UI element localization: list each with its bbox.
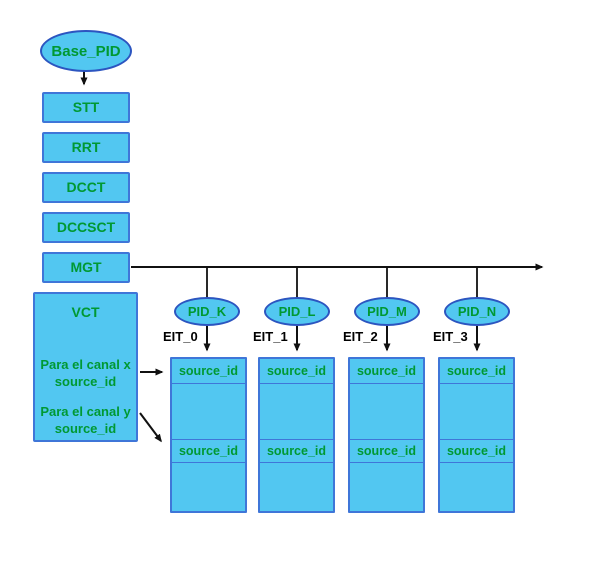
eit-label-2: EIT_2 <box>343 329 378 344</box>
eit-table-2: source_id source_id <box>348 357 425 513</box>
node-dcct: DCCT <box>42 172 130 203</box>
node-dccsct: DCCSCT <box>42 212 130 243</box>
eit0-row-empty-1 <box>172 384 245 440</box>
eit0-row-empty-2 <box>172 463 245 511</box>
eit3-row-empty-2 <box>440 463 513 511</box>
eit3-row-sourceid-2: source_id <box>440 440 513 463</box>
base-pid-node: Base_PID <box>40 30 132 72</box>
node-vct: VCT Para el canal x source_id Para el ca… <box>33 292 138 442</box>
eit1-row-sourceid-1: source_id <box>260 359 333 384</box>
pid-node-n: PID_N <box>444 297 510 326</box>
vct-entry-y-field: source_id <box>54 421 117 436</box>
vct-entry-x-field: source_id <box>54 374 117 389</box>
eit3-row-empty-1 <box>440 384 513 440</box>
vct-entry-y-caption: Para el canal y <box>40 404 131 419</box>
eit0-row-sourceid-2: source_id <box>172 440 245 463</box>
base-pid-label: Base_PID <box>51 42 121 60</box>
eit2-row-sourceid-2: source_id <box>350 440 423 463</box>
vct-entry-channel-x: Para el canal x source_id <box>35 356 136 390</box>
eit1-row-empty-2 <box>260 463 333 511</box>
eit2-row-empty-2 <box>350 463 423 511</box>
eit-table-1: source_id source_id <box>258 357 335 513</box>
pid-node-l: PID_L <box>264 297 330 326</box>
eit3-row-sourceid-1: source_id <box>440 359 513 384</box>
node-mgt: MGT <box>42 252 130 283</box>
node-rrt: RRT <box>42 132 130 163</box>
eit2-row-sourceid-1: source_id <box>350 359 423 384</box>
eit-label-0: EIT_0 <box>163 329 198 344</box>
arrow-vct-to-sourceid-y <box>139 412 162 443</box>
eit-table-0: source_id source_id <box>170 357 247 513</box>
vct-entry-x-caption: Para el canal x <box>40 357 131 372</box>
pid-node-m: PID_M <box>354 297 420 326</box>
node-stt: STT <box>42 92 130 123</box>
eit0-row-sourceid-1: source_id <box>172 359 245 384</box>
pid-node-k: PID_K <box>174 297 240 326</box>
vct-entry-channel-y: Para el canal y source_id <box>35 403 136 437</box>
eit1-row-sourceid-2: source_id <box>260 440 333 463</box>
eit-label-3: EIT_3 <box>433 329 468 344</box>
eit-table-3: source_id source_id <box>438 357 515 513</box>
vct-title: VCT <box>71 304 100 320</box>
eit2-row-empty-1 <box>350 384 423 440</box>
eit1-row-empty-1 <box>260 384 333 440</box>
eit-label-1: EIT_1 <box>253 329 288 344</box>
